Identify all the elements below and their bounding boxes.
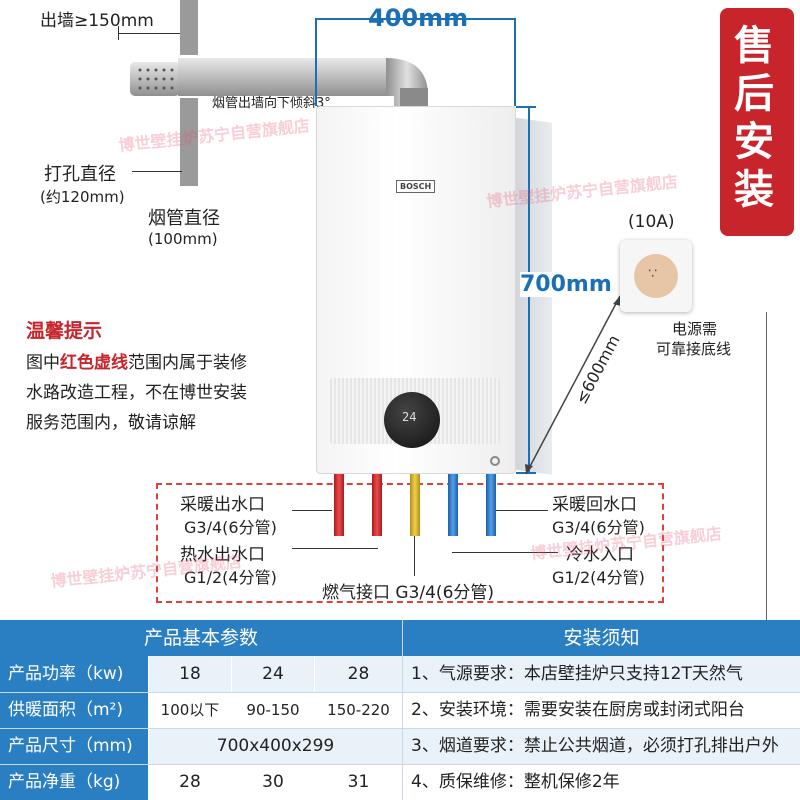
tip-line3: 服务范围内，敬请谅解 xyxy=(26,413,196,433)
port-heating-return-label: 采暖回水口 xyxy=(552,495,637,515)
socket-pins-icon: ∵ xyxy=(648,266,657,282)
width-dimension-line xyxy=(316,18,516,20)
table-header-right: 安装须知 xyxy=(403,620,800,656)
spec-table: 产品基本参数 安装须知 产品功率（kw) 18 24 28 1、气源要求：本店壁… xyxy=(0,620,800,800)
row-note: 2、安装环境：需要安装在厨房或封闭式阳台 xyxy=(403,692,800,728)
table-vertical-divider xyxy=(402,620,403,800)
leader-heating-return xyxy=(496,510,548,511)
socket-note-line2: 可靠接底线 xyxy=(656,340,732,358)
wall-lower xyxy=(180,98,198,186)
row-value: 18 xyxy=(149,656,231,692)
flue-diameter-value: (100mm) xyxy=(148,230,218,248)
table-header-left: 产品基本参数 xyxy=(0,620,402,656)
tip-line1: 图中红色虚线范围内属于装修 xyxy=(26,348,247,373)
row-note: 4、质保维修：整机保修2年 xyxy=(403,764,800,800)
brand-logo: BOSCH xyxy=(396,180,436,193)
row-value: 28 xyxy=(315,656,402,692)
port-heating-out-label: 采暖出水口 xyxy=(180,495,265,515)
socket-rating: (10A) xyxy=(628,212,675,232)
table-divider xyxy=(0,728,800,729)
row-value: 100以下 xyxy=(149,692,231,728)
row-value-merged: 700x400x299 xyxy=(149,728,402,764)
leader-heating-out xyxy=(292,510,332,511)
row-note: 3、烟道要求：禁止公共烟道，必须打孔排出户外 xyxy=(403,728,800,764)
outlet-dimension-line xyxy=(118,33,180,34)
port-hot-out-spec: G1/2(4分管) xyxy=(184,568,277,587)
hole-diameter-label: 打孔直径 xyxy=(44,164,116,185)
row-label: 供暖面积（m²) xyxy=(0,692,148,728)
wall-upper xyxy=(180,0,198,55)
port-heating-out-spec: G3/4(6分管) xyxy=(184,518,277,537)
port-gas-label: 燃气接口 G3/4(6分管) xyxy=(322,583,495,603)
tip-line1-highlight: 红色虚线 xyxy=(60,353,128,373)
port-hot-out-label: 热水出水口 xyxy=(180,545,265,565)
row-label: 产品尺寸（mm) xyxy=(0,728,148,764)
outlet-dimension-label: 出墙≥150mm xyxy=(40,11,154,31)
table-row: 产品尺寸（mm) 700x400x299 3、烟道要求：禁止公共烟道，必须打孔排… xyxy=(0,728,800,764)
port-heating-return-spec: G3/4(6分管) xyxy=(552,518,645,537)
row-value: 28 xyxy=(149,764,231,800)
pipe-heating-out xyxy=(334,474,344,536)
table-row: 产品净重（kg) 28 30 31 4、质保维修：整机保修2年 xyxy=(0,764,800,800)
height-tick-top xyxy=(516,106,536,108)
after-sales-badge xyxy=(720,8,794,236)
table-divider xyxy=(0,692,800,693)
tip-line2: 水路改造工程，不在博世安装 xyxy=(26,383,247,403)
tip-line1-prefix: 图中 xyxy=(26,353,60,373)
leader-gas xyxy=(414,536,415,576)
status-indicator-icon xyxy=(490,456,500,466)
hole-diameter-value: (约120mm) xyxy=(40,188,125,206)
flue-pipe xyxy=(130,58,428,120)
pipe-hot-out xyxy=(372,474,382,536)
tip-line1-suffix: 范围内属于装修 xyxy=(128,353,247,373)
width-tick-right xyxy=(514,18,516,106)
height-dimension-label: 700mm xyxy=(520,272,612,297)
display-readout: 24 xyxy=(402,410,417,424)
table-header-row: 产品基本参数 安装须知 xyxy=(0,620,800,656)
tip-title: 温馨提示 xyxy=(26,320,103,342)
after-sales-badge-text: 售后安装 xyxy=(734,23,774,213)
port-cold-in-label: 冷水入口 xyxy=(566,545,634,565)
row-label: 产品功率（kw) xyxy=(0,656,148,692)
socket-note-line1: 电源需 xyxy=(672,320,718,338)
socket-face-icon xyxy=(634,254,678,298)
flue-diameter-label: 烟管直径 xyxy=(148,208,220,229)
width-tick-left xyxy=(315,18,317,106)
row-value: 150-220 xyxy=(315,692,402,728)
leader-hot-out xyxy=(292,548,378,549)
leader-cold-in xyxy=(452,552,558,553)
pipe-gas xyxy=(410,474,420,536)
row-value: 30 xyxy=(232,764,314,800)
table-row: 供暖面积（m²) 100以下 90-150 150-220 2、安装环境：需要安… xyxy=(0,692,800,728)
row-value: 90-150 xyxy=(232,692,314,728)
pipe-cold-in xyxy=(448,474,458,536)
table-divider xyxy=(0,764,800,765)
outlet-dimension-tick xyxy=(118,26,119,40)
flue-slope-label: 烟管出墙向下倾斜3° xyxy=(212,96,331,111)
pipe-heating-return xyxy=(486,474,496,536)
power-cable xyxy=(766,312,767,622)
row-label: 产品净重（kg) xyxy=(0,764,148,800)
row-note: 1、气源要求：本店壁挂炉只支持12T天然气 xyxy=(403,656,800,692)
socket-distance-line xyxy=(525,295,621,475)
control-dial[interactable] xyxy=(384,392,440,448)
row-value: 31 xyxy=(315,764,402,800)
row-value: 24 xyxy=(232,656,314,692)
port-cold-in-spec: G1/2(4分管) xyxy=(552,568,645,587)
table-row: 产品功率（kw) 18 24 28 1、气源要求：本店壁挂炉只支持12T天然气 xyxy=(0,656,800,692)
hole-pointer-line xyxy=(132,171,182,172)
